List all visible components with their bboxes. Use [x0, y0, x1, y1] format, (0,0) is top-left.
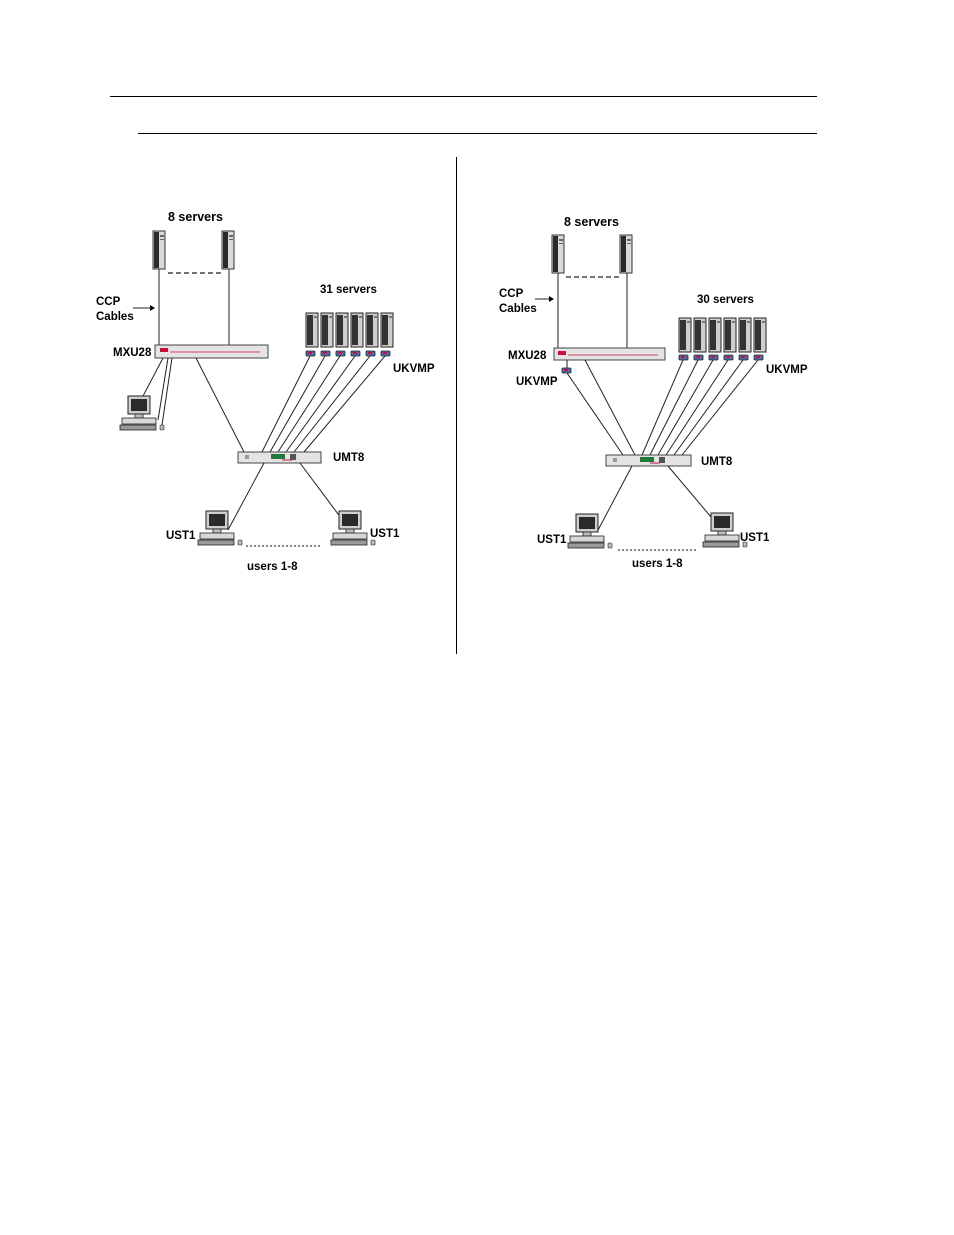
right-top-server-2 [620, 235, 632, 273]
left-local-cable-2 [158, 358, 168, 420]
right-ust-right-label: UST1 [740, 532, 770, 544]
left-umt8-device [238, 452, 321, 463]
left-top-server-2 [222, 231, 234, 269]
left-local-cable-1 [142, 358, 163, 398]
right-user-workstation-1 [568, 514, 612, 548]
left-ccp-label-line2: Cables [96, 311, 134, 323]
left-ukvmp-label: UKVMP [393, 363, 435, 375]
left-ust-right-label: UST1 [370, 528, 400, 540]
right-top-server-1 [552, 235, 564, 273]
left-rack-servers-label: 31 servers [320, 284, 377, 296]
right-ccp-label-line2: Cables [499, 303, 537, 315]
left-ccp-arrowhead [150, 305, 155, 311]
right-users-label: users 1-8 [632, 558, 683, 570]
left-mxu28-device [155, 345, 268, 358]
left-user-workstation-2 [331, 511, 375, 545]
right-mxu-to-umt-link [585, 360, 635, 455]
left-rack-servers [306, 313, 393, 347]
left-ust-left-label: UST1 [166, 530, 196, 542]
right-umt8-device [606, 455, 691, 466]
right-rack-servers [679, 318, 766, 352]
right-ukvmp-left-label: UKVMP [516, 376, 558, 388]
right-ccp-label-line1: CCP [499, 288, 524, 300]
right-top-servers-label: 8 servers [564, 215, 619, 229]
left-top-server-1 [153, 231, 165, 269]
right-umt-to-ust-left [597, 466, 632, 532]
left-mxu-label: MXU28 [113, 347, 152, 359]
right-mxu28-device [554, 348, 665, 360]
right-ukvmp-dongles [679, 355, 763, 360]
left-umt-to-ust-left [228, 463, 264, 530]
left-diagram: 8 servers CCP Cables MXU28 31 servers UK… [96, 210, 435, 573]
right-mxu-ukvmp-dongle [562, 368, 571, 373]
left-ccp-label-line1: CCP [96, 296, 121, 308]
right-ust-left-label: UST1 [537, 534, 567, 546]
right-mxu-label: MXU28 [508, 350, 547, 362]
left-mxu-to-umt-link [196, 358, 244, 452]
left-ukvmp-dongles [306, 351, 390, 356]
left-top-servers-label: 8 servers [168, 210, 223, 224]
right-diagram: 8 servers CCP Cables MXU28 UKVMP 30 serv… [499, 215, 808, 570]
left-users-label: users 1-8 [247, 561, 298, 573]
left-umt-label: UMT8 [333, 452, 365, 464]
right-rack-servers-label: 30 servers [697, 294, 754, 306]
left-local-workstation [120, 396, 164, 430]
right-ccp-arrowhead [549, 296, 554, 302]
right-umt-label: UMT8 [701, 456, 733, 468]
left-local-cable-3 [162, 358, 172, 425]
right-ukvmp-to-umt-link [567, 373, 623, 455]
right-ukvmp-label: UKVMP [766, 364, 808, 376]
